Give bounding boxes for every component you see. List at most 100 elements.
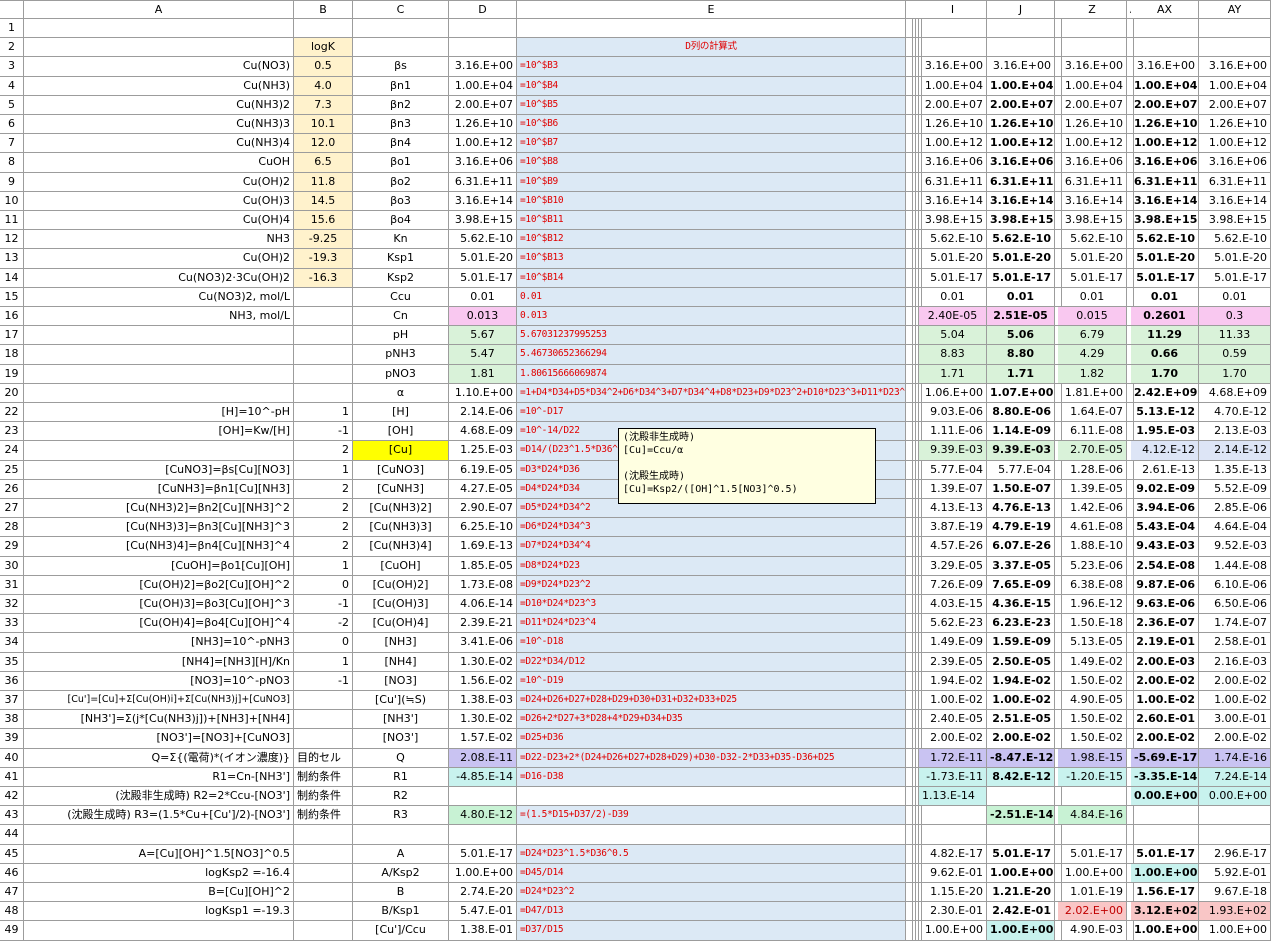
cell-I44[interactable] [919,825,987,845]
cell-I2[interactable] [919,38,987,58]
cell-J3[interactable]: 3.16.E+00 [987,57,1055,77]
cell-AX49[interactable]: 1.00.E+00 [1131,921,1199,941]
cell-Z42[interactable] [1058,787,1127,807]
cell-AY32[interactable]: 6.50.E-06 [1199,595,1271,615]
cell-A35[interactable]: [NH4]=[NH3][H]/Kn [24,652,294,672]
cell-Z36[interactable]: 1.50.E-02 [1058,671,1127,691]
cell-Z3[interactable]: 3.16.E+00 [1058,57,1127,77]
cell-D1[interactable] [449,19,517,39]
row-header[interactable]: 39 [0,729,24,749]
cell-J8[interactable]: 3.16.E+06 [987,153,1055,173]
cell-AY34[interactable]: 2.58.E-01 [1199,633,1271,653]
cell-A30[interactable]: [CuOH]=βo1[Cu][OH] [24,556,294,576]
cell-AY3[interactable]: 3.16.E+00 [1199,57,1271,77]
cell-I25[interactable]: 5.77.E-04 [919,460,987,480]
cell-X336[interactable] [1127,671,1134,691]
cell-E19[interactable]: 1.80615666069874 [517,364,906,384]
cell-D43[interactable]: 4.80.E-12 [449,806,517,826]
cell-D37[interactable]: 1.38.E-03 [449,691,517,711]
cell-AX4[interactable]: 1.00.E+04 [1131,76,1199,96]
cell-D13[interactable]: 5.01.E-20 [449,249,517,269]
cell-AY44[interactable] [1199,825,1271,845]
cell-Z15[interactable]: 0.01 [1058,287,1127,307]
cell-AX24[interactable]: 4.12.E-12 [1131,441,1199,461]
cell-C39[interactable]: [NO3'] [353,729,449,749]
cell-D34[interactable]: 3.41.E-06 [449,633,517,653]
column-header-B[interactable]: B [294,0,353,19]
cell-I22[interactable]: 9.03.E-06 [919,403,987,423]
cell-Z6[interactable]: 1.26.E+10 [1058,115,1127,135]
cell-A5[interactable]: Cu(NH3)2 [24,95,294,115]
cell-A31[interactable]: [Cu(OH)2]=βo2[Cu][OH]^2 [24,575,294,595]
cell-AX46[interactable]: 1.00.E+00 [1131,863,1199,883]
cell-C20[interactable]: α [353,383,449,403]
cell-X123[interactable] [915,422,922,442]
row-header[interactable]: 29 [0,537,24,557]
cell-J1[interactable] [987,19,1055,39]
cell-Z20[interactable]: 1.81.E+00 [1058,383,1127,403]
cell-AY14[interactable]: 5.01.E-17 [1199,268,1271,288]
row-header[interactable]: 20 [0,383,24,403]
cell-J42[interactable] [987,787,1055,807]
cell-D33[interactable]: 2.39.E-21 [449,614,517,634]
cell-C38[interactable]: [NH3'] [353,710,449,730]
cell-I41[interactable]: -1.73.E-11 [919,767,987,787]
cell-J44[interactable] [987,825,1055,845]
cell-D28[interactable]: 6.25.E-10 [449,518,517,538]
cell-AX13[interactable]: 5.01.E-20 [1131,249,1199,269]
cell-D39[interactable]: 1.57.E-02 [449,729,517,749]
cell-J20[interactable]: 1.07.E+00 [987,383,1055,403]
cell-AY46[interactable]: 5.92.E-01 [1199,863,1271,883]
cell-A49[interactable] [24,921,294,941]
cell-B5[interactable]: 7.3 [294,95,353,115]
cell-I24[interactable]: 9.39.E-03 [919,441,987,461]
cell-AX36[interactable]: 2.00.E-02 [1131,671,1199,691]
row-header[interactable]: 13 [0,249,24,269]
row-header[interactable]: 27 [0,499,24,519]
cell-AX2[interactable] [1131,38,1199,58]
cell-AY18[interactable]: 0.59 [1199,345,1271,365]
cell-D29[interactable]: 1.69.E-13 [449,537,517,557]
cell-AX1[interactable] [1131,19,1199,39]
cell-AY38[interactable]: 3.00.E-01 [1199,710,1271,730]
cell-C9[interactable]: βo2 [353,172,449,192]
cell-J4[interactable]: 1.00.E+04 [987,76,1055,96]
cell-B22[interactable]: 1 [294,403,353,423]
cell-Z2[interactable] [1058,38,1127,58]
cell-D27[interactable]: 2.90.E-07 [449,499,517,519]
cell-Z8[interactable]: 3.16.E+06 [1058,153,1127,173]
row-header[interactable]: 30 [0,556,24,576]
cell-X343[interactable] [1127,806,1134,826]
row-header[interactable]: 3 [0,57,24,77]
cell-E36[interactable]: =10^-D19 [517,671,906,691]
cell-D26[interactable]: 4.27.E-05 [449,479,517,499]
cell-B15[interactable] [294,287,353,307]
cell-B48[interactable] [294,902,353,922]
cell-AY10[interactable]: 3.16.E+14 [1199,191,1271,211]
cell-A14[interactable]: Cu(NO3)2·3Cu(OH)2 [24,268,294,288]
cell-I1[interactable] [919,19,987,39]
cell-D5[interactable]: 2.00.E+07 [449,95,517,115]
cell-AY11[interactable]: 3.98.E+15 [1199,211,1271,231]
cell-Z43[interactable]: 4.84.E-16 [1058,806,1127,826]
cell-D35[interactable]: 1.30.E-02 [449,652,517,672]
cell-AY47[interactable]: 9.67.E-18 [1199,883,1271,903]
cell-AY22[interactable]: 4.70.E-12 [1199,403,1271,423]
cell-I37[interactable]: 1.00.E-02 [919,691,987,711]
row-header[interactable]: 22 [0,403,24,423]
row-header[interactable]: 34 [0,633,24,653]
cell-D44[interactable] [449,825,517,845]
cell-Z39[interactable]: 1.50.E-02 [1058,729,1127,749]
cell-AY20[interactable]: 4.68.E+09 [1199,383,1271,403]
cell-C8[interactable]: βo1 [353,153,449,173]
cell-Z25[interactable]: 1.28.E-06 [1058,460,1127,480]
cell-Z37[interactable]: 4.90.E-05 [1058,691,1127,711]
cell-AY2[interactable] [1199,38,1271,58]
row-header[interactable]: 47 [0,883,24,903]
cell-D41[interactable]: -4.85.E-14 [449,767,517,787]
cell-Z28[interactable]: 4.61.E-08 [1058,518,1127,538]
cell-B34[interactable]: 0 [294,633,353,653]
cell-J15[interactable]: 0.01 [987,287,1055,307]
cell-AX15[interactable]: 0.01 [1131,287,1199,307]
